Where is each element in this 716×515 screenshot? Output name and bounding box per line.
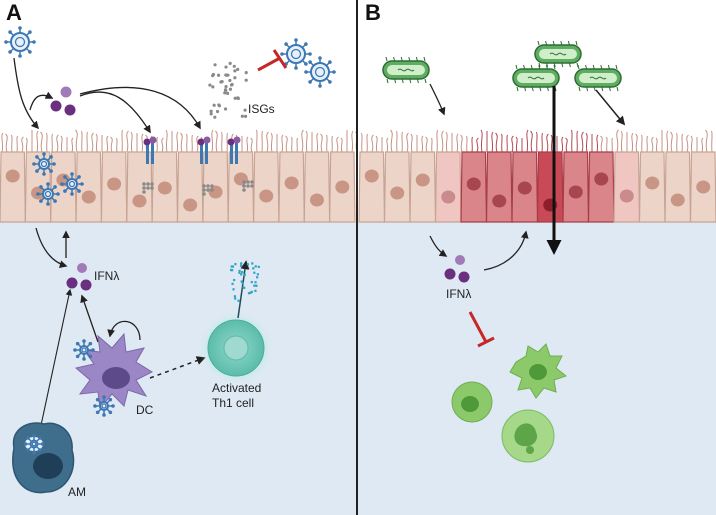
panel-label-b: B xyxy=(365,0,381,25)
bacteria-icon xyxy=(534,40,582,68)
epithelial-cell xyxy=(358,151,386,223)
arrow xyxy=(39,288,73,431)
virus-icon xyxy=(23,433,45,455)
ifn-molecule-icon xyxy=(66,263,92,291)
epithelial-cell xyxy=(613,151,641,223)
cilia-layer xyxy=(1,129,713,153)
panel-label-a: A xyxy=(6,0,22,25)
bacteria-icon xyxy=(574,64,622,92)
epithelial-cell xyxy=(638,151,666,223)
arrow xyxy=(483,230,529,271)
isg-vesicle xyxy=(202,184,214,196)
arrow xyxy=(13,57,40,130)
virus-icon xyxy=(93,395,115,417)
epithelial-cell xyxy=(176,151,204,223)
epithelial-cell xyxy=(329,151,356,223)
arrow xyxy=(80,294,99,343)
neutrophil xyxy=(451,381,493,423)
th1-label-line1: Activated xyxy=(212,381,261,395)
epithelial-cell xyxy=(252,151,280,223)
arrow xyxy=(595,89,626,126)
epithelial-cell xyxy=(278,151,305,223)
isg-cloud xyxy=(208,61,248,119)
epithelial-cell xyxy=(303,151,331,223)
inhibit-icon xyxy=(257,56,281,72)
virus-icon xyxy=(60,172,84,196)
epithelial-cell xyxy=(689,151,716,223)
receptor-icon xyxy=(197,136,211,164)
dendritic-cell xyxy=(74,332,154,410)
virus-icon xyxy=(36,182,60,206)
th1-label-line2: Th1 cell xyxy=(212,396,254,410)
epithelial-cell xyxy=(562,151,590,223)
arrow xyxy=(79,91,151,134)
arrow xyxy=(29,91,54,111)
ifn-label-a: IFNλ xyxy=(94,269,119,283)
immune-cell-spiky xyxy=(509,343,568,399)
arrow xyxy=(35,227,68,269)
arrow xyxy=(79,86,201,130)
bacteria-icon xyxy=(382,56,430,84)
macrophage-green xyxy=(501,409,555,463)
receptor-icon xyxy=(227,136,241,164)
arrow xyxy=(237,260,250,319)
cytokine-spray xyxy=(230,262,260,302)
virus-icon xyxy=(304,56,336,88)
epithelial-cell xyxy=(151,151,179,223)
isg-vesicle xyxy=(242,180,254,192)
alveolar-macrophage xyxy=(12,422,75,494)
th1-cell xyxy=(200,312,272,384)
epithelial-cell xyxy=(434,151,462,223)
epithelial-cell xyxy=(75,151,103,223)
epithelial-cell xyxy=(409,151,437,223)
receptor-icon xyxy=(143,136,157,164)
epithelial-cell xyxy=(536,151,564,223)
virus-icon xyxy=(4,26,36,58)
virus-icon xyxy=(73,339,95,361)
am-label: AM xyxy=(68,485,86,499)
epithelial-cell xyxy=(383,151,411,223)
ifn-molecule-icon xyxy=(50,86,76,116)
epithelial-cell xyxy=(100,151,128,223)
arrow xyxy=(429,83,446,116)
ifn-molecule-icon xyxy=(444,255,470,283)
epithelial-cell xyxy=(0,151,26,223)
inhibit-icon xyxy=(468,311,488,343)
epithelial-cell xyxy=(511,151,539,223)
epithelial-cell xyxy=(460,151,488,223)
epithelial-cell xyxy=(485,151,513,223)
isgs-label: ISGs xyxy=(248,102,275,116)
epithelium xyxy=(0,151,716,223)
virus-icon xyxy=(32,152,56,176)
bacteria-icon xyxy=(512,64,560,92)
activation-arrow xyxy=(149,356,206,379)
epithelial-cell xyxy=(664,151,692,223)
dc-label: DC xyxy=(136,403,154,417)
isg-vesicle xyxy=(142,182,154,194)
arrow xyxy=(429,235,448,257)
arrow xyxy=(107,320,141,341)
epithelial-cell xyxy=(587,151,615,223)
ifn-label-b: IFNλ xyxy=(446,287,471,301)
virus-icon xyxy=(280,38,312,70)
